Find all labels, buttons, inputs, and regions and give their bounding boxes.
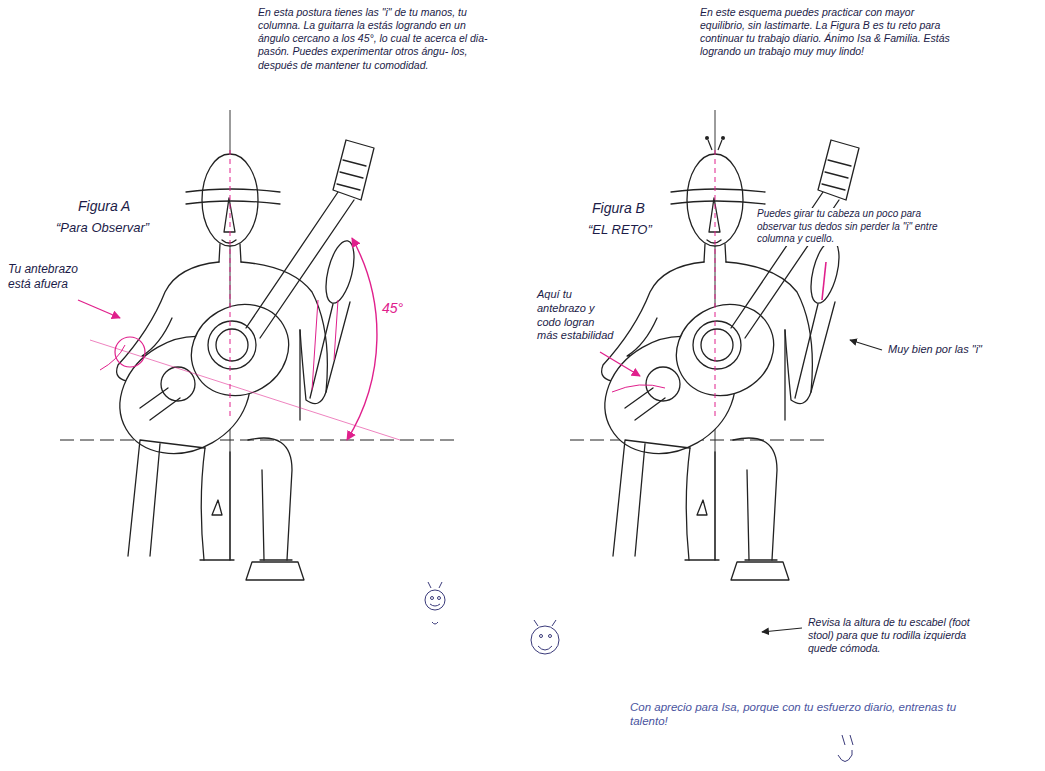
figure-a-part <box>78 300 120 318</box>
doodle-face-part <box>842 735 853 745</box>
doodle-face-part <box>538 646 552 650</box>
doodle-face-part <box>838 750 852 762</box>
figure-b-part <box>708 140 722 150</box>
figure-a-part <box>312 300 338 390</box>
doodle-face-part <box>432 622 438 624</box>
callout-note: Tu antebrazo está afuera <box>8 262 86 292</box>
note-text: En esta postura tienes las "i" de tu man… <box>258 6 494 72</box>
figure-a-part <box>60 440 455 441</box>
doodle-face-part <box>431 597 434 600</box>
doodle-face-part <box>428 582 442 588</box>
callout-note: Aquí tu antebrazo y codo logran más esta… <box>537 288 615 343</box>
figure-a-part <box>347 238 377 440</box>
figure-b-part <box>715 150 716 420</box>
figure-b-part <box>612 385 665 392</box>
figure-b-part <box>850 340 882 350</box>
doodle-face-part <box>430 604 440 606</box>
doodle-face-part <box>531 626 559 654</box>
figure-a-part <box>100 345 125 370</box>
figure-a-part <box>99 140 374 580</box>
doodle-face-part <box>534 620 556 626</box>
doodle-face-part <box>438 597 441 600</box>
callout-note: Puedes girar tu cabeza un poco para obse… <box>757 208 952 246</box>
caption-text: Con aprecio para Isa, porque con tu esfu… <box>630 700 970 729</box>
figure-b-part <box>721 136 725 140</box>
figure-b-part <box>584 140 859 580</box>
callout-note: Revisa la altura de tu escabel (foot sto… <box>808 616 983 655</box>
figure-b <box>570 110 882 632</box>
figure-a-part <box>90 340 400 440</box>
note-text: En este esquema puedes practicar con may… <box>700 6 962 59</box>
figure-a-part <box>230 150 231 420</box>
doodle-face-part <box>425 590 445 610</box>
figure-b-part <box>822 262 826 300</box>
figure-b-part <box>705 136 709 140</box>
figure-b-part <box>600 352 640 376</box>
figure-title: Figura A <box>78 198 168 216</box>
figure-b-part <box>762 628 802 632</box>
figure-title: Figura B <box>592 200 682 218</box>
figure-a-part <box>115 337 145 367</box>
figure-subtitle: “Para Observar” <box>56 220 176 236</box>
doodle-face <box>425 582 853 762</box>
angle-label: 45° <box>382 300 422 318</box>
callout-note: Muy bien por las "i" <box>888 343 1028 357</box>
figure-subtitle: “EL RETO” <box>588 222 688 238</box>
figure-a <box>60 110 455 580</box>
doodle-face-part <box>549 635 552 638</box>
doodle-face-part <box>540 635 543 638</box>
